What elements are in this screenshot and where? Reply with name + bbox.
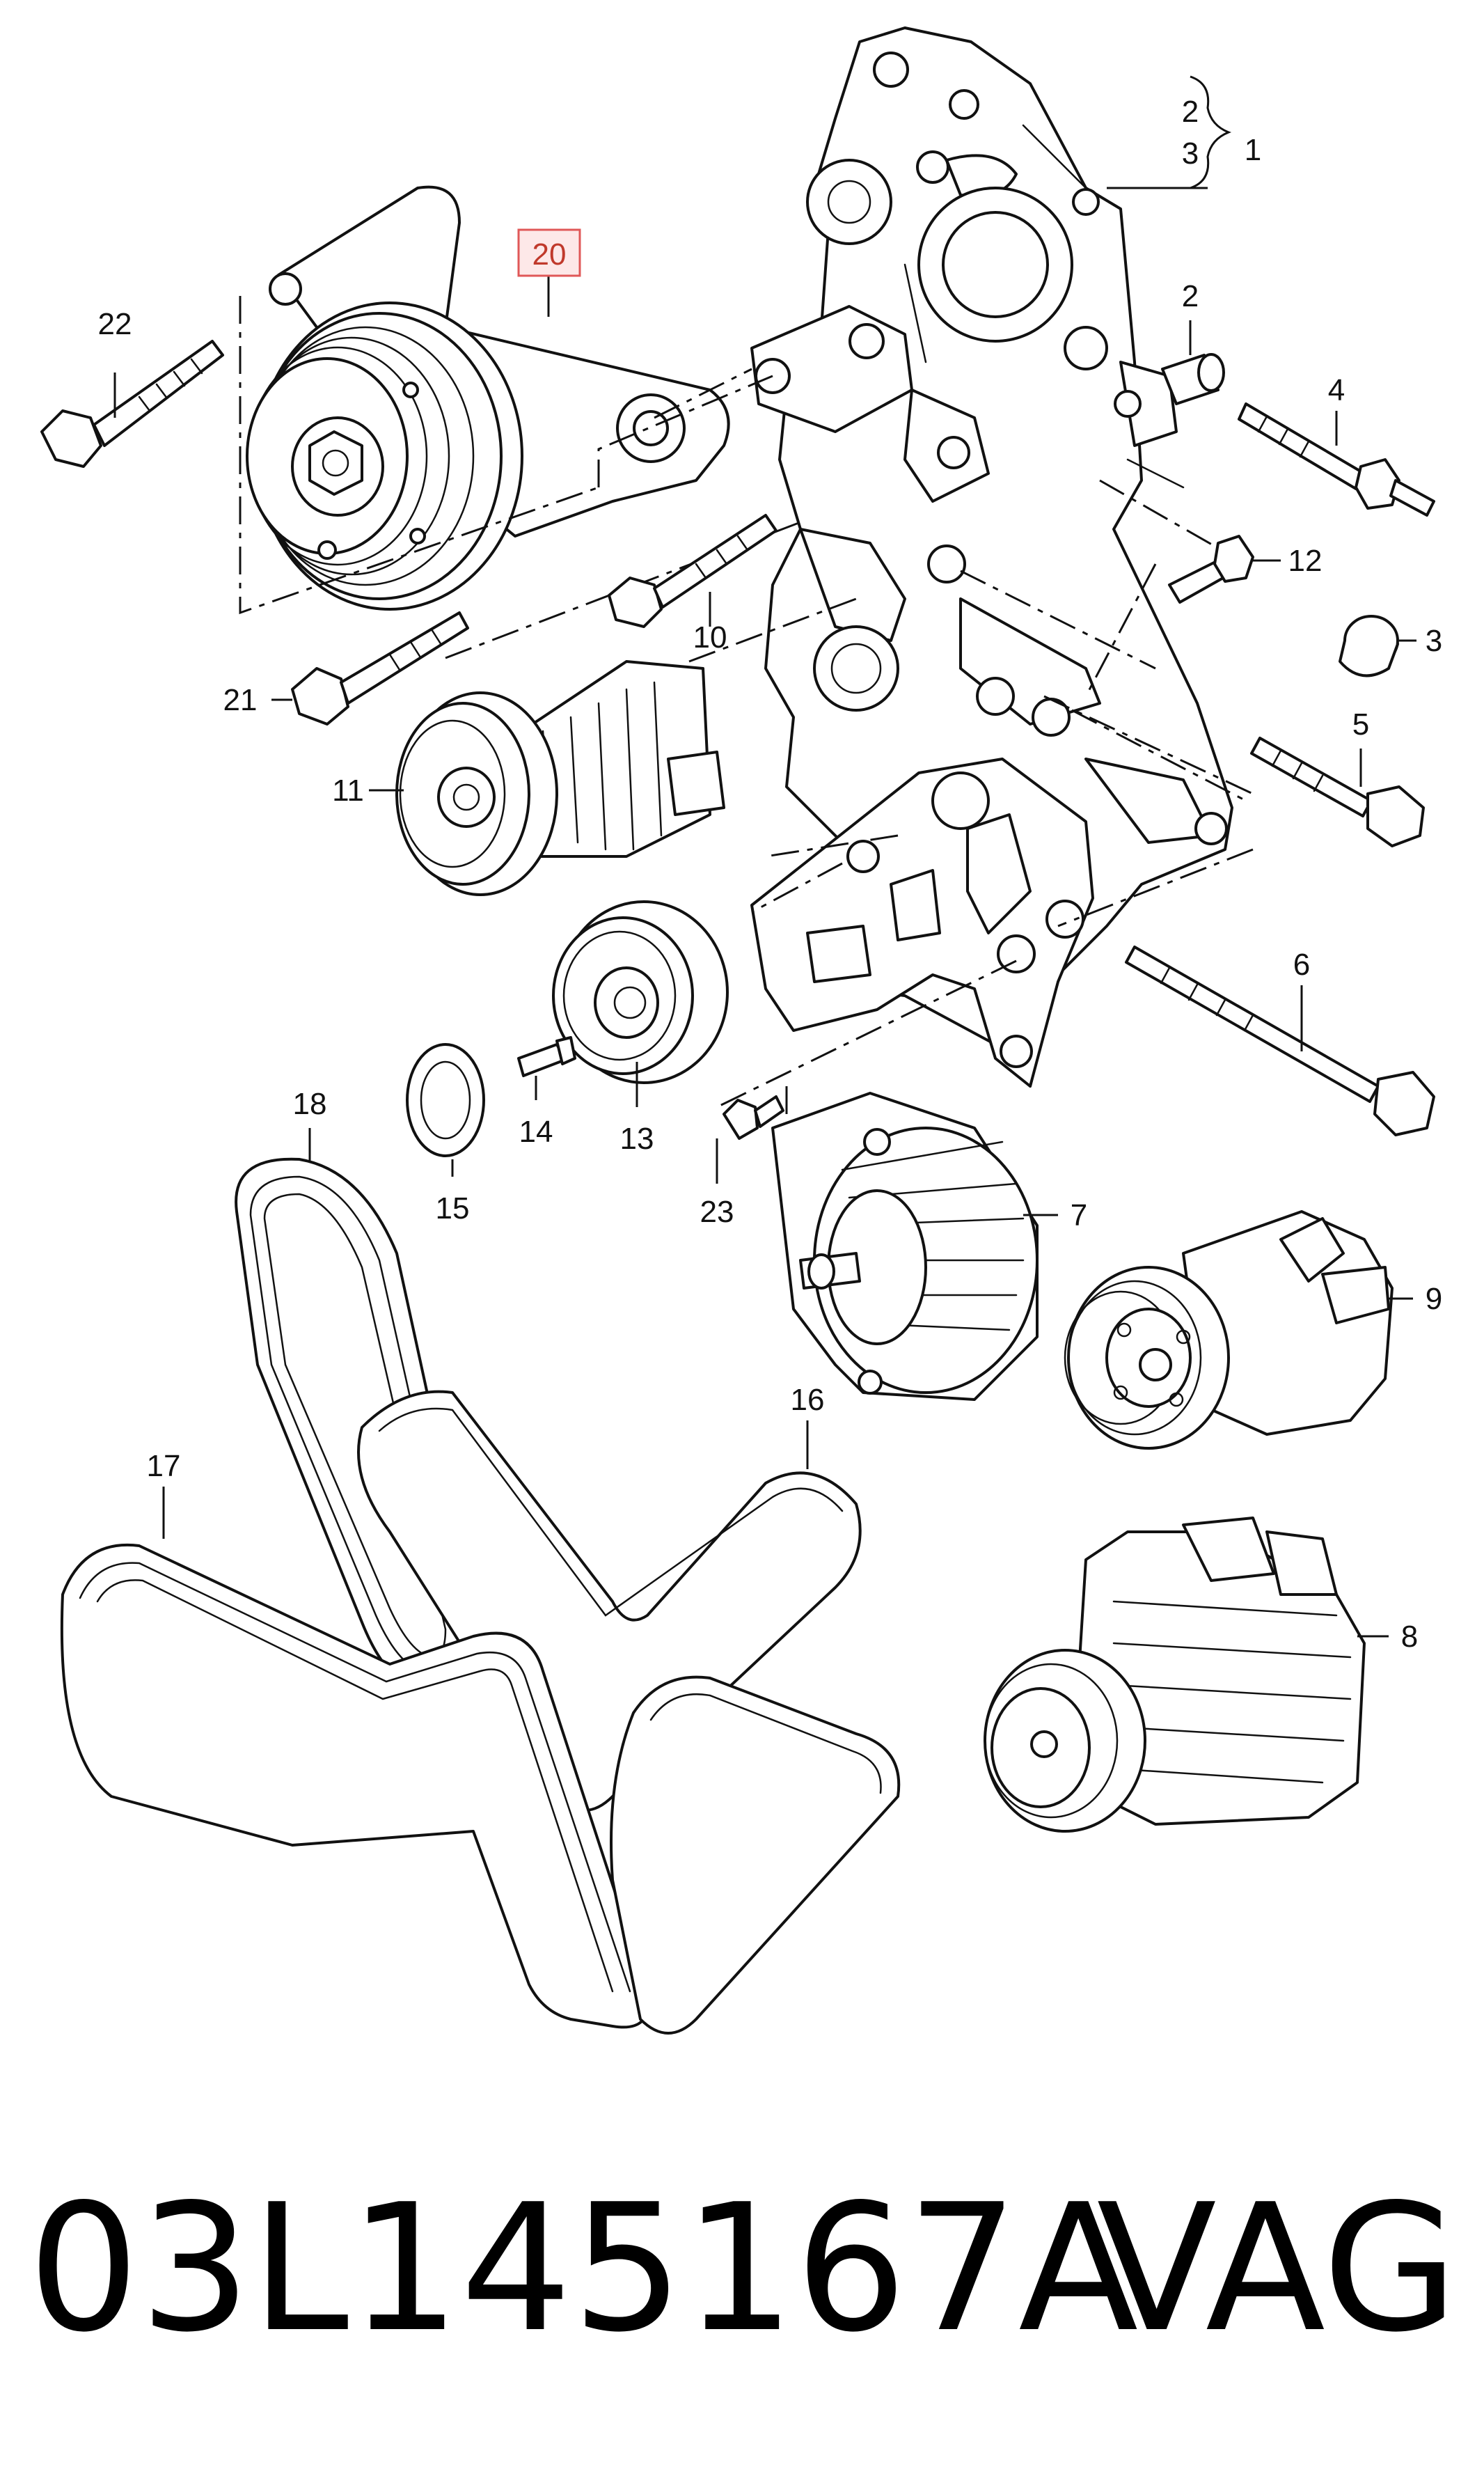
bolt-part-14	[517, 1036, 576, 1077]
callout-23: 23	[700, 1195, 734, 1229]
callout-3: 3	[1426, 624, 1442, 658]
callout-21: 21	[223, 683, 258, 717]
bushing-part-2	[1161, 353, 1225, 405]
callout-12: 12	[1288, 544, 1323, 578]
bolt-part-5	[1250, 737, 1425, 847]
part-number: 03L145167A	[28, 2167, 1138, 2371]
bolt-part-22	[40, 340, 224, 468]
bolt-part-6	[1125, 946, 1435, 1136]
callout-16: 16	[791, 1383, 825, 1417]
power-steering-pump-part-9	[1064, 1210, 1394, 1450]
callout-1: 1	[1245, 133, 1261, 167]
callout-9: 9	[1426, 1282, 1442, 1316]
callout-2: 2	[1182, 279, 1199, 313]
callout-6: 6	[1293, 948, 1310, 982]
pulley-cover-part-15	[406, 1043, 485, 1157]
alternator-part-7	[771, 1092, 1039, 1401]
bolt-part-10	[608, 514, 777, 628]
callout-4: 4	[1328, 373, 1345, 407]
assembly-lines	[239, 296, 1254, 1114]
callout-5: 5	[1352, 707, 1369, 742]
tensioner-assembly-part-20	[246, 185, 730, 611]
washer-part-3	[1339, 615, 1399, 677]
tensioner-damper-part-11	[395, 660, 725, 896]
bolt-part-4	[1238, 402, 1435, 517]
leader-lines	[113, 75, 1416, 1638]
bolt-part-12	[1168, 535, 1254, 604]
callout-8: 8	[1401, 1620, 1418, 1654]
callout-11: 11	[332, 774, 364, 808]
callout-15: 15	[436, 1191, 470, 1225]
callout-17: 17	[147, 1449, 181, 1483]
bolt-part-21	[291, 611, 469, 726]
idler-pulley-part-13	[552, 900, 729, 1084]
callout-3-group: 3	[1182, 136, 1199, 171]
caption: 03L145167A VAG	[28, 2167, 1458, 2371]
belt-part-17	[60, 1543, 901, 2035]
engine-bracket	[750, 26, 1233, 1088]
brand-name: VAG	[1096, 2167, 1458, 2371]
callout-18: 18	[293, 1087, 327, 1121]
highlight-box-part-20	[517, 228, 581, 277]
callout-2-group: 2	[1182, 95, 1199, 129]
callout-14: 14	[519, 1115, 553, 1149]
callout-22: 22	[98, 307, 132, 341]
callout-7: 7	[1071, 1198, 1087, 1232]
bolt-part-23	[723, 1095, 784, 1140]
callout-20: 20	[532, 237, 567, 272]
callout-13: 13	[620, 1122, 654, 1156]
callout-10: 10	[693, 620, 727, 655]
callouts: 20 2 3 1 2 4 12 3 5 6 7 9 8 10 11 21 22 …	[98, 95, 1443, 1654]
ac-compressor-part-8	[984, 1517, 1366, 1833]
